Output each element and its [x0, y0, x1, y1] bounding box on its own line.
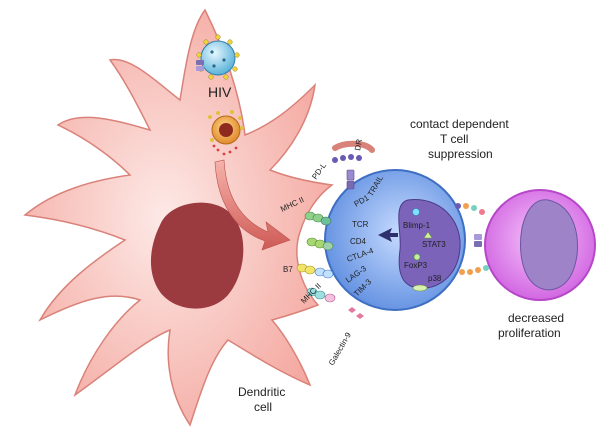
stat3-marker [423, 231, 433, 239]
foxp3-label: FoxP3 [404, 261, 428, 270]
decreased-label-line1: decreased [508, 311, 564, 325]
pd-l-label: PD-L [310, 161, 328, 182]
endocytosis-arrow [214, 159, 291, 251]
decreased-label-line2: proliferation [498, 326, 561, 340]
mhc-lag3-complex [306, 287, 336, 303]
blimp1-marker [412, 208, 420, 216]
b7-ctla4-complex [296, 263, 334, 279]
dendritic-label-line2: cell [254, 400, 272, 414]
hiv-receptor-icon [196, 60, 204, 71]
tcr-label: TCR [352, 220, 369, 229]
b7-label: B7 [283, 265, 293, 274]
tcell-target-receptors [455, 203, 489, 275]
target-cell-nucleus [520, 199, 578, 291]
dendritic-nucleus [150, 202, 244, 309]
hiv-label: HIV [208, 84, 232, 100]
inhibition-arrow [378, 228, 398, 242]
dendritic-label-line1: Dendritic [238, 385, 285, 399]
p38-marker [412, 284, 428, 292]
stat3-label: STAT3 [422, 240, 446, 249]
dr-label: DR [353, 138, 364, 151]
hiv-virion [196, 34, 240, 80]
dr-trail-complex [332, 140, 375, 190]
cd4-label: CD4 [350, 237, 367, 246]
contact-label-line2: T cell [440, 132, 468, 146]
blimp1-label: Blimp-1 [403, 221, 431, 230]
galectin9-label: Galectin-9 [327, 330, 353, 367]
contact-label-line1: contact dependent [410, 117, 509, 131]
p38-label: p38 [428, 274, 442, 283]
endosome-icon [208, 110, 244, 156]
foxp3-marker [413, 253, 421, 261]
galectin9-icon [348, 307, 364, 319]
mhc-tcr-complex [304, 211, 334, 251]
contact-label-line3: suppression [428, 147, 493, 161]
